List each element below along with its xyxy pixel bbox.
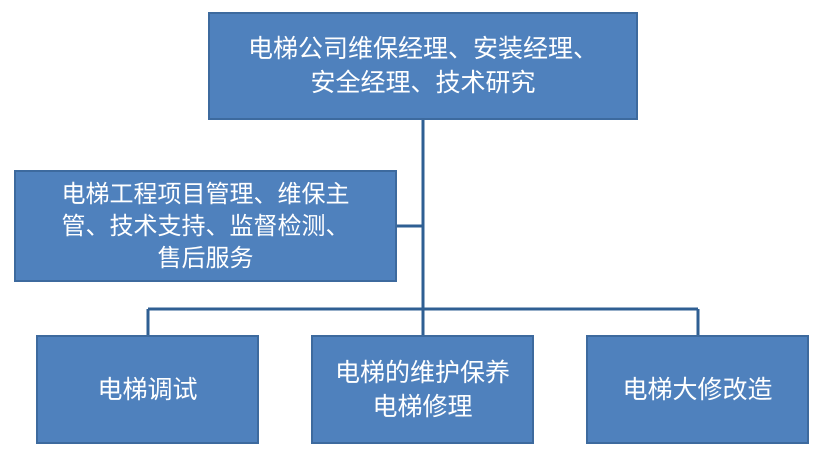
- project-management-line-2: 管、技术支持、监督检测、: [61, 212, 350, 240]
- top-management-box: 电梯公司维保经理、安装经理、 安全经理、技术研究: [208, 12, 638, 120]
- elevator-overhaul-renovation-line-1: 电梯大修改造: [622, 374, 773, 404]
- project-management-line-3: 售后服务: [157, 244, 254, 272]
- elevator-overhaul-renovation-box: 电梯大修改造: [586, 335, 809, 444]
- elevator-commissioning-text: 电梯调试: [97, 373, 197, 407]
- elevator-commissioning-line-1: 电梯调试: [97, 374, 198, 404]
- top-management-line-1: 电梯公司维保经理、安装经理、: [247, 34, 598, 63]
- elevator-maintenance-repair-box: 电梯的维护保养 电梯修理: [311, 335, 534, 444]
- project-management-text: 电梯工程项目管理、维保主 管、技术支持、监督检测、 售后服务: [62, 178, 350, 274]
- elevator-maintenance-repair-text: 电梯的维护保养 电梯修理: [335, 356, 510, 424]
- project-management-box: 电梯工程项目管理、维保主 管、技术支持、监督检测、 售后服务: [14, 170, 397, 282]
- top-management-text: 电梯公司维保经理、安装经理、 安全经理、技术研究: [248, 32, 598, 100]
- project-management-line-1: 电梯工程项目管理、维保主: [61, 180, 350, 208]
- elevator-maintenance-line: 电梯的维护保养: [334, 357, 510, 387]
- top-management-line-2: 安全经理、技术研究: [310, 68, 536, 97]
- elevator-overhaul-renovation-text: 电梯大修改造: [622, 373, 772, 407]
- elevator-repair-line: 电梯修理: [372, 391, 473, 421]
- elevator-commissioning-box: 电梯调试: [36, 335, 259, 444]
